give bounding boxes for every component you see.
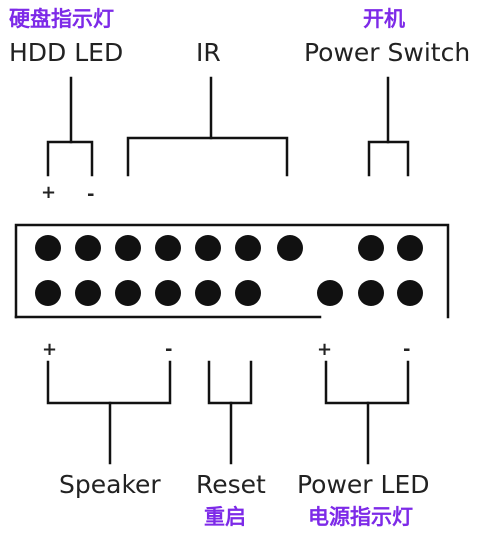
pin-top-2 [75,235,101,261]
pin-top-9 [358,235,384,261]
hdd-led-label-cn: 硬盘指示灯 [9,7,114,31]
pin-bottom-9 [358,280,384,306]
pin-top-3 [115,235,141,261]
ir-bracket [126,136,289,177]
pin-bottom-8 [317,280,343,306]
pin-top-10 [397,235,423,261]
speaker-plus-sign: + [42,339,58,360]
pin-bottom-4 [155,280,181,306]
hdd-led-plus-sign: + [41,182,57,203]
speaker-minus-sign: - [165,339,173,360]
pin-bottom-10 [397,280,423,306]
power-switch-label-cn: 开机 [363,7,405,31]
reset-label-cn: 重启 [204,505,246,529]
pin-grid [35,235,423,306]
pin-bottom-3 [115,280,141,306]
reset-label: Reset [196,470,266,499]
pin-bottom-2 [75,280,101,306]
pin-bottom-5 [195,280,221,306]
speaker-label: Speaker [59,470,161,499]
pin-top-6 [235,235,261,261]
header-box [14,223,450,319]
power-led-plus-sign: + [317,339,333,360]
pin-top-5 [195,235,221,261]
ir-label: IR [196,38,221,67]
power-led-label: Power LED [297,470,430,499]
pin-bottom-6 [235,280,261,306]
speaker-bracket [46,360,172,405]
power-switch-label: Power Switch [304,38,471,67]
power-led-minus-sign: - [403,339,411,360]
pin-top-4 [155,235,181,261]
pin-top-1 [35,235,61,261]
hdd-led-bracket [46,140,94,177]
reset-bracket [207,360,253,405]
pin-top-7 [277,235,303,261]
power-switch-bracket [367,140,410,177]
hdd-led-label: HDD LED [9,38,124,67]
pin-bottom-1 [35,280,61,306]
power-led-bracket [324,360,410,405]
hdd-led-minus-sign: - [87,184,95,205]
power-led-label-cn: 电源指示灯 [308,505,413,529]
